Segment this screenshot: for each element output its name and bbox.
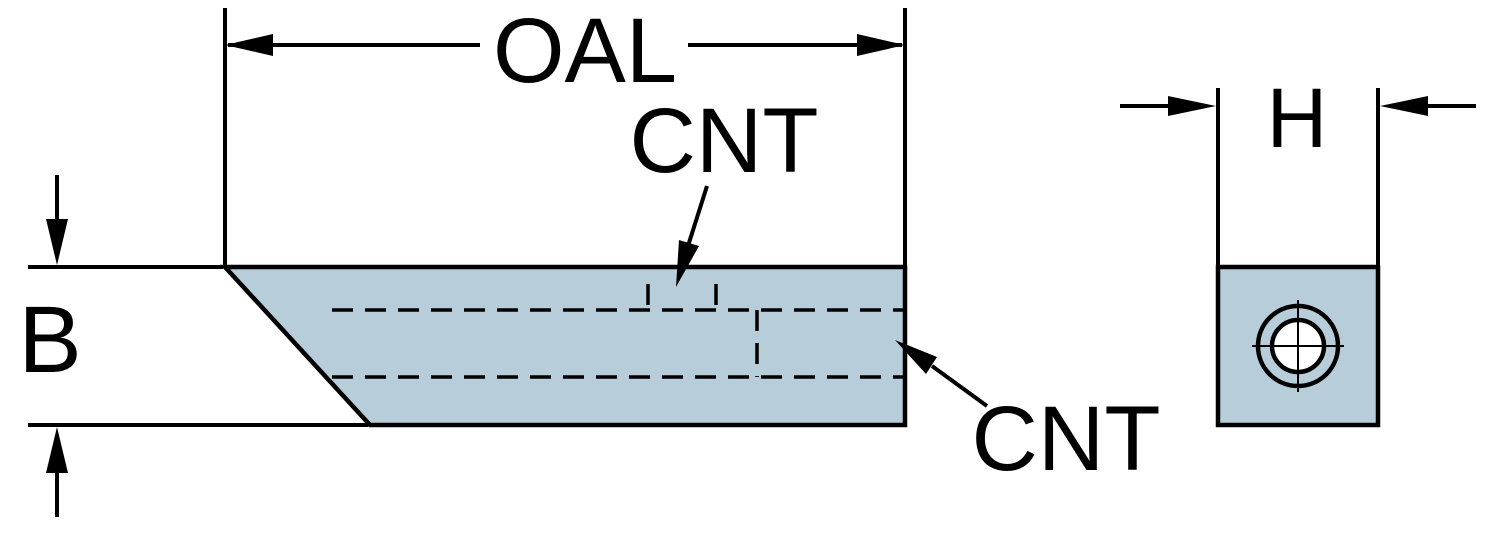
- oal-arrowhead-left: [225, 34, 273, 56]
- cnt-bottom-arrowhead: [895, 340, 937, 374]
- side-view: [219, 264, 908, 428]
- cnt-bottom-label: CNT: [971, 388, 1160, 490]
- h-arrowhead-left: [1168, 96, 1216, 116]
- cnt-top-label: CNT: [629, 90, 818, 192]
- cnt-top-leader: [686, 185, 709, 247]
- b-arrowhead-top: [46, 219, 68, 265]
- cnt-bottom-leader: [930, 364, 989, 408]
- oal-dimension: OAL: [223, 0, 907, 265]
- cnt-callout-top: CNT: [629, 90, 819, 287]
- end-view: [1215, 264, 1381, 428]
- cnt-callout-bottom: CNT: [895, 340, 1161, 490]
- oal-label: OAL: [493, 0, 677, 102]
- h-dimension: H: [1120, 71, 1476, 265]
- b-label: B: [18, 287, 81, 393]
- b-arrowhead-bottom: [46, 427, 68, 473]
- b-dimension: B: [18, 175, 368, 517]
- cnt-top-arrowhead: [676, 240, 699, 287]
- oal-arrowhead-right: [857, 34, 905, 56]
- h-label: H: [1267, 71, 1328, 165]
- part-profile: [219, 264, 908, 428]
- h-arrowhead-right: [1380, 96, 1428, 116]
